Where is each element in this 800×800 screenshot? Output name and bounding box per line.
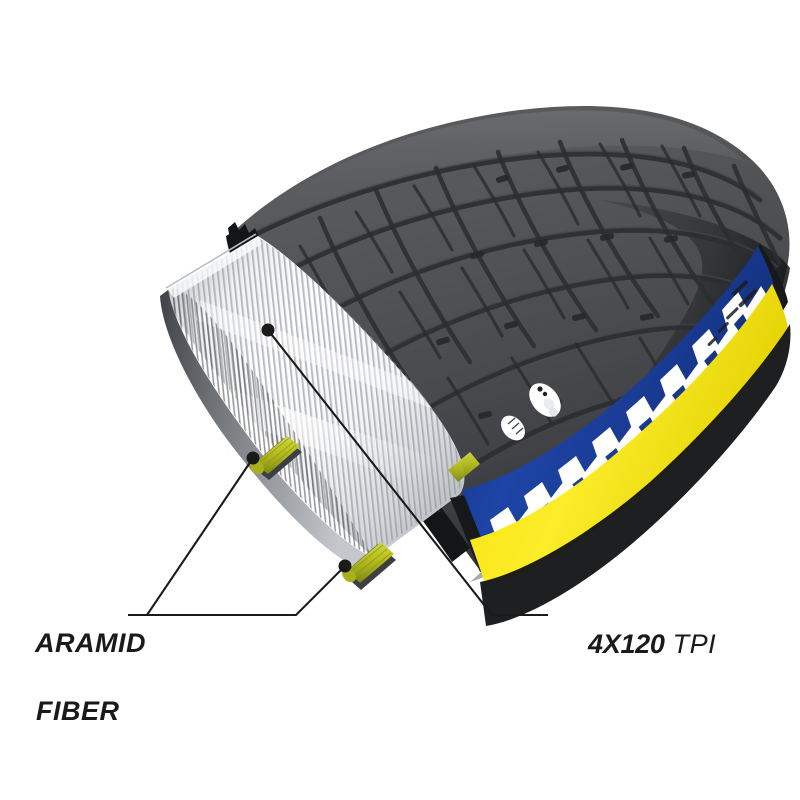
leader-aramid-upper <box>128 457 254 617</box>
tire-casing-cutaway <box>160 233 465 568</box>
callout-aramid-line1: ARAMID <box>35 628 147 658</box>
callout-leaders <box>128 329 548 617</box>
sidewall-yellow-band <box>470 280 788 586</box>
callout-aramid-fiber: ARAMID FIBER <box>4 592 146 796</box>
aramid-bead-lower <box>342 542 396 590</box>
anchor-dot-aramid-upper <box>246 451 260 465</box>
sidewall-branding <box>450 244 791 626</box>
callout-tpi: 4X120 TPI <box>558 596 716 692</box>
michelin-man-icon <box>501 383 561 441</box>
callout-anchor-dots <box>246 323 352 573</box>
callout-tpi-value: 4X120 <box>588 629 665 659</box>
anchor-dot-tpi <box>261 323 275 337</box>
callout-aramid-line2: FIBER <box>36 696 120 726</box>
aramid-bead-bundles <box>250 436 480 590</box>
leader-tpi <box>267 329 548 617</box>
anchor-dot-aramid-lower <box>338 559 352 573</box>
tread-cut-serration <box>228 222 259 251</box>
leader-aramid-lower <box>128 565 346 617</box>
aramid-bead-right <box>448 452 480 482</box>
callout-tpi-unit: TPI <box>664 629 717 659</box>
sidewall-markings <box>707 280 758 347</box>
